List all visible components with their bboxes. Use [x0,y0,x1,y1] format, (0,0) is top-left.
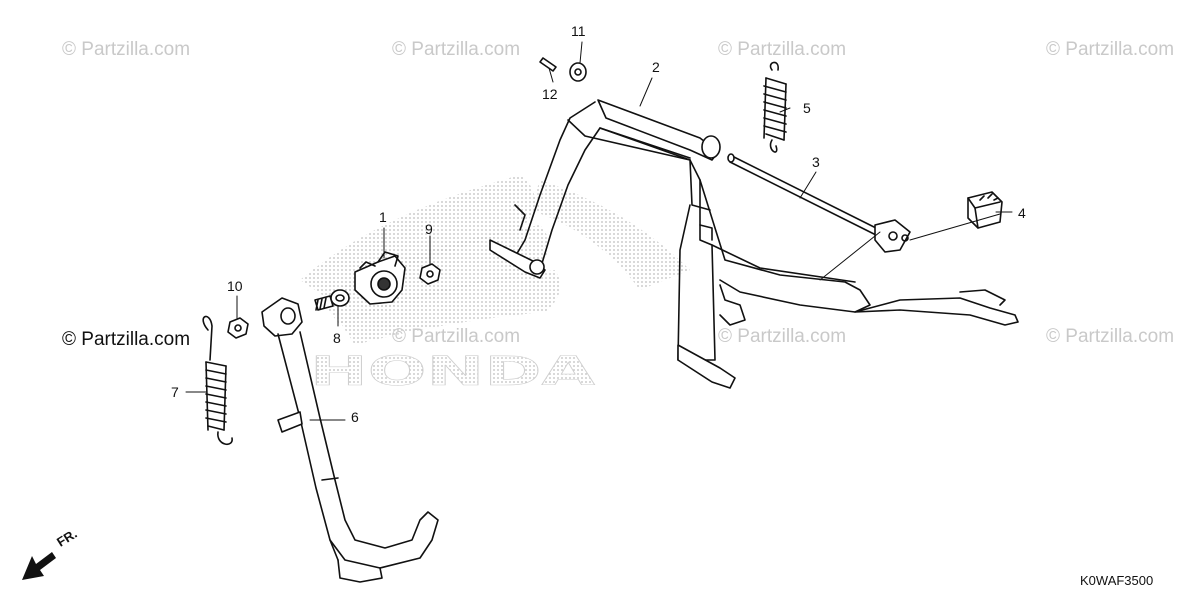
callout-7: 7 [171,384,179,400]
callout-8: 8 [333,330,341,346]
spring-5 [763,61,787,153]
watermark: © Partzilla.com [392,326,521,347]
callout-10: 10 [227,278,243,294]
callout-4: 4 [1018,205,1026,221]
diagram-code: K0WAF3500 [1080,573,1154,588]
callout-5: 5 [803,100,811,116]
rubber-stopper [967,191,1003,229]
callout-9: 9 [425,221,433,237]
watermark: © Partzilla.com [392,39,521,60]
nut-10 [227,317,249,339]
side-stand [261,297,439,583]
pin-and-washer [539,57,587,82]
side-stand-switch [354,251,406,305]
watermark: © Partzilla.com [1046,326,1175,347]
watermark: © Partzilla.com [718,326,847,347]
bolt-8 [314,289,350,311]
spring-7 [202,315,233,445]
watermark: © Partzilla.com [718,39,847,60]
callout-11: 11 [571,23,586,39]
callout-3: 3 [812,154,820,170]
watermark: © Partzilla.com [62,329,191,350]
watermark: © Partzilla.com [62,39,191,60]
callout-12: 12 [542,86,558,102]
honda-wordmark: HONDA [310,349,595,395]
arrow-down-left-icon [22,552,56,580]
watermark: © Partzilla.com [1046,39,1175,60]
callout-1: 1 [379,209,387,225]
callout-2: 2 [652,59,660,75]
leader-lines [185,41,1013,421]
stand-shaft [727,153,911,253]
callout-6: 6 [351,409,359,425]
nut-9 [419,263,441,285]
